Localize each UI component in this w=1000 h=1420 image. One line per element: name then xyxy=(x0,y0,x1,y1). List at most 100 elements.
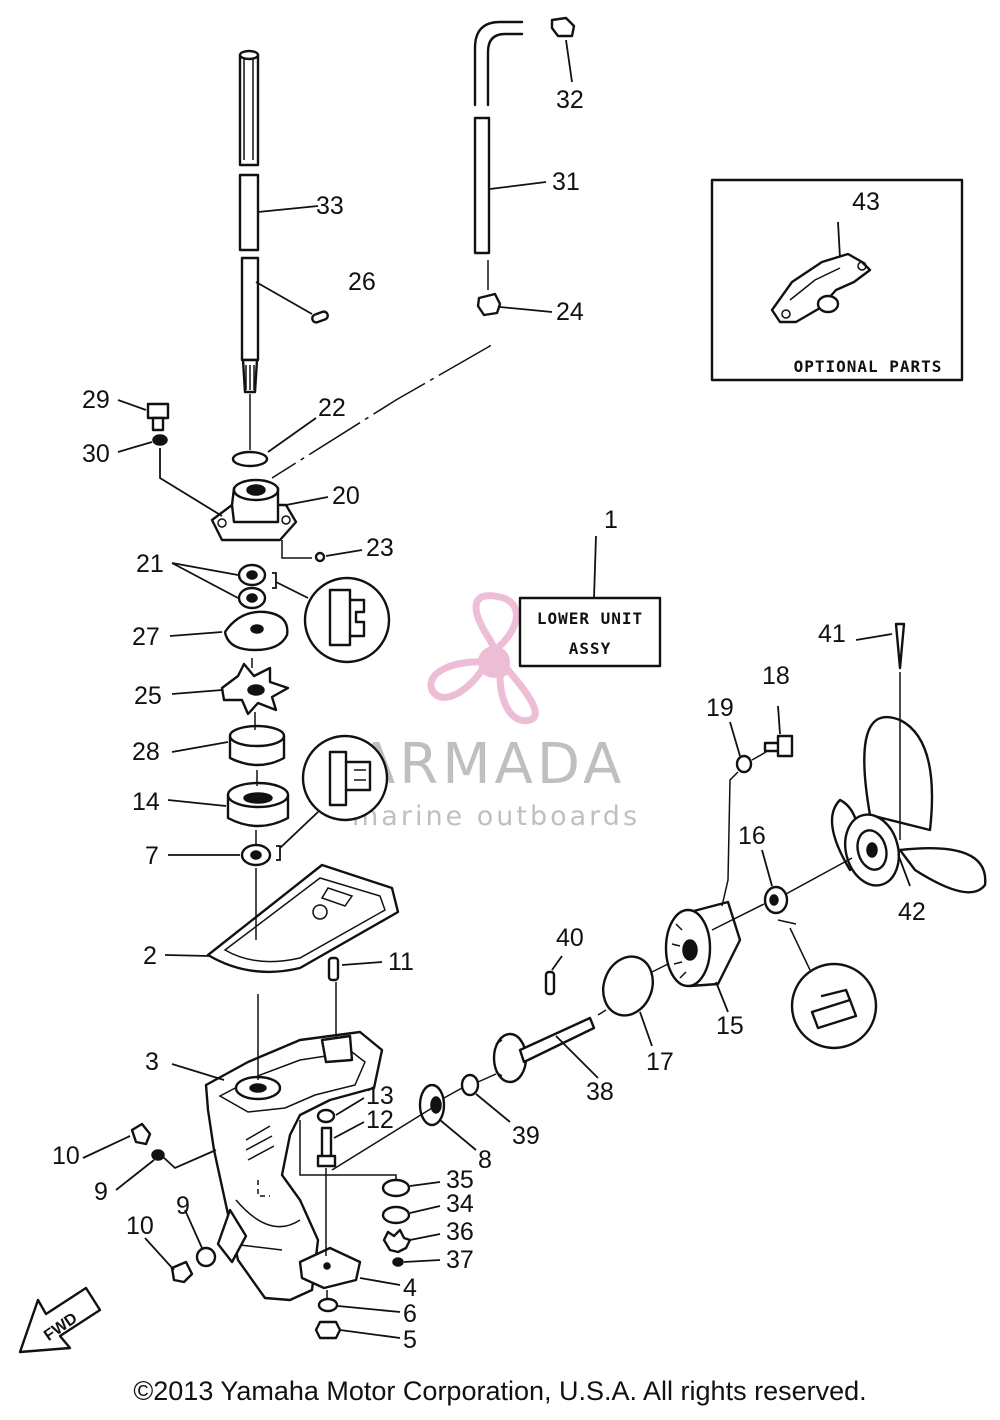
callout-26: 26 xyxy=(348,268,376,296)
forward-gear-8 xyxy=(418,1083,446,1127)
logo-hub xyxy=(478,646,510,678)
callout-17: 17 xyxy=(646,1048,674,1076)
water-pump-housing xyxy=(210,478,298,542)
callout-43: 43 xyxy=(852,188,880,216)
oil-seals-21 xyxy=(237,563,267,610)
washer-30 xyxy=(152,434,168,446)
lower-unit-label-line1: LOWER UNIT xyxy=(537,609,643,628)
callout-11: 11 xyxy=(388,948,414,976)
bolt-18 xyxy=(763,734,794,758)
bolt-29 xyxy=(146,402,170,432)
callout-42: 42 xyxy=(898,898,926,926)
impeller-25 xyxy=(220,662,290,716)
callout-32: 32 xyxy=(556,86,584,114)
callout-40: 40 xyxy=(556,924,584,952)
washer-13 xyxy=(316,1108,336,1124)
outer-plate-27 xyxy=(223,610,289,652)
leader-lines xyxy=(82,39,911,1339)
shim-39 xyxy=(460,1073,480,1097)
callout-33: 33 xyxy=(316,192,344,220)
optional-parts-box xyxy=(710,178,964,382)
callout-16: 16 xyxy=(738,822,766,850)
callout-24: 24 xyxy=(556,298,584,326)
pump-case-14 xyxy=(226,781,290,828)
copyright-notice: ©2013 Yamaha Motor Corporation, U.S.A. A… xyxy=(133,1376,867,1406)
callout-10-lower: 10 xyxy=(126,1212,154,1240)
gasket-9-lower xyxy=(195,1246,217,1268)
callout-9-right: 9 xyxy=(176,1192,190,1220)
callout-8: 8 xyxy=(478,1146,492,1174)
washer-6 xyxy=(317,1297,339,1313)
oil-seal-7 xyxy=(240,843,272,867)
gasket-9-upper xyxy=(151,1149,165,1161)
callout-34: 34 xyxy=(446,1190,474,1218)
logo-blade-left xyxy=(427,658,490,701)
callout-6: 6 xyxy=(403,1300,417,1328)
callout-22: 22 xyxy=(318,394,346,422)
callout-4: 4 xyxy=(403,1274,417,1302)
callout-21: 21 xyxy=(136,550,164,578)
watermark-tagline: marine outboards xyxy=(352,801,640,832)
callout-9-left: 9 xyxy=(94,1178,108,1206)
callout-13: 13 xyxy=(366,1082,394,1110)
callout-38: 38 xyxy=(586,1078,614,1106)
prop-shaft-housing-15 xyxy=(664,900,742,988)
bracket-43 xyxy=(770,252,872,324)
logo-blade-top xyxy=(472,592,520,656)
o-ring-22 xyxy=(231,450,269,468)
callout-37: 37 xyxy=(446,1246,474,1274)
callout-10-upper: 10 xyxy=(52,1142,80,1170)
callout-18: 18 xyxy=(762,662,790,690)
gasket-2 xyxy=(206,863,400,974)
pin-26 xyxy=(311,310,329,324)
callout-41: 41 xyxy=(818,620,846,648)
callout-28: 28 xyxy=(132,738,160,766)
drive-shaft xyxy=(238,49,260,394)
callout-35: 35 xyxy=(446,1166,474,1194)
propeller-42 xyxy=(830,715,987,894)
insert-cartridge-28 xyxy=(228,724,286,767)
callout-1: 1 xyxy=(604,506,618,534)
washer-19 xyxy=(735,754,753,774)
pump-case-detail-view xyxy=(301,734,389,822)
callout-20: 20 xyxy=(332,482,360,510)
callout-15: 15 xyxy=(716,1012,744,1040)
callout-7: 7 xyxy=(145,842,159,870)
seal-detail-view xyxy=(303,576,391,664)
watermark-brand: ARMADA xyxy=(357,732,625,797)
dowel-23 xyxy=(314,551,326,563)
callout-31: 31 xyxy=(552,168,580,196)
callout-2: 2 xyxy=(143,942,157,970)
callout-19: 19 xyxy=(706,694,734,722)
drain-screw-10-lower xyxy=(170,1260,194,1284)
callout-39: 39 xyxy=(512,1122,540,1150)
cotter-pin-41 xyxy=(894,622,906,670)
lower-unit-assy-box xyxy=(518,596,662,668)
lower-unit-exploded-diagram: ARMADA marine outboards xyxy=(18,16,987,1354)
dowel-pin-11 xyxy=(327,956,340,982)
lower-unit-label-line2: ASSY xyxy=(569,639,612,658)
callout-12: 12 xyxy=(366,1106,394,1134)
callout-14: 14 xyxy=(132,788,160,816)
bearing-34 xyxy=(381,1205,411,1225)
optional-parts-label: OPTIONAL PARTS xyxy=(794,357,943,376)
callout-27: 27 xyxy=(132,623,160,651)
anode-4 xyxy=(298,1246,362,1290)
spacer-16 xyxy=(763,885,789,915)
propeller-shaft-38 xyxy=(492,1016,596,1084)
callout-36: 36 xyxy=(446,1218,474,1246)
bolt-12 xyxy=(316,1126,337,1168)
callout-5: 5 xyxy=(403,1326,417,1354)
callout-30: 30 xyxy=(82,440,110,468)
shim-35 xyxy=(381,1178,411,1198)
grommet-32 xyxy=(550,16,576,38)
water-tube xyxy=(473,20,524,255)
lower-casing-3 xyxy=(204,1030,384,1302)
fwd-arrow: FWD xyxy=(18,1286,102,1354)
callout-23: 23 xyxy=(366,534,394,562)
pinion-36 xyxy=(382,1228,412,1254)
nut-5 xyxy=(314,1320,342,1340)
grommet-24 xyxy=(476,292,502,317)
pin-40 xyxy=(544,970,556,996)
